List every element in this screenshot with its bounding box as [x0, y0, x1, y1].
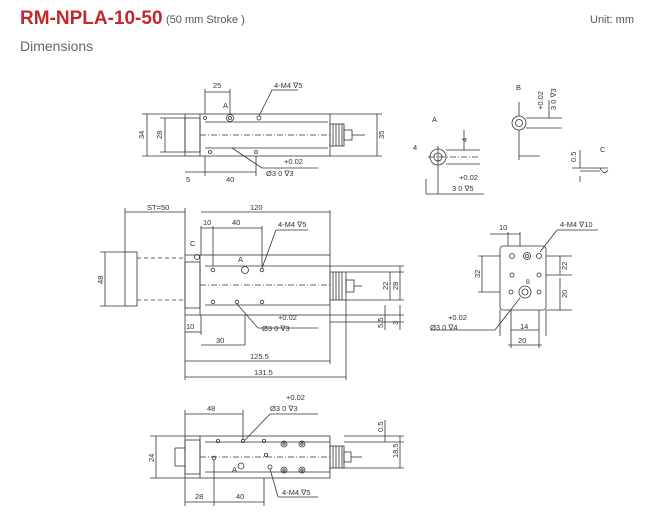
detail-a-label: A	[432, 115, 437, 124]
bottom-dim-0-5: 0.5	[376, 422, 385, 432]
tap-callout-front: 4-M4 ∇5	[278, 220, 306, 229]
detail-a-dim-4b: 4	[413, 143, 417, 152]
tap-callout-top: 4-M4 ∇5	[274, 81, 302, 90]
detail-b-label: B	[516, 83, 521, 92]
detail-c-dim-05: 0.5	[569, 152, 578, 162]
front-view	[100, 208, 404, 380]
detail-c-label: C	[600, 145, 606, 154]
detail-a-tolerance: +0.02	[459, 173, 478, 182]
dim-34-top: 34	[137, 131, 146, 139]
detail-b-tolerance: +0.02	[536, 91, 545, 110]
end-dim-20-vertical: 20	[560, 290, 569, 298]
hole-callout-top: Ø3 0 ∇3	[266, 169, 294, 178]
end-dim-32: 32	[473, 270, 482, 278]
stroke-note: (50 mm Stroke )	[166, 14, 245, 26]
detail-c	[572, 150, 609, 182]
detail-b-hole: 3 0 ∇3	[549, 88, 558, 110]
dim-3-front: 3	[391, 321, 400, 325]
end-tolerance: +0.02	[448, 313, 467, 322]
mark-a-front: A	[238, 255, 243, 264]
end-mark-b: B	[526, 280, 530, 286]
end-dim-20-horizontal: 20	[518, 336, 526, 345]
bottom-hole-callout: Ø3 0 ∇3	[270, 404, 298, 413]
bottom-dim-48: 48	[207, 404, 215, 413]
dim-40-front: 40	[232, 218, 240, 227]
detail-a-dim-4: 4	[460, 138, 469, 142]
dim-10-front: 10	[203, 218, 211, 227]
bottom-dim-28: 28	[195, 492, 203, 501]
dim-120: 120	[250, 203, 263, 212]
tolerance-top: +0.02	[284, 157, 303, 166]
bottom-dim-24: 24	[147, 454, 156, 462]
detail-a	[425, 130, 484, 195]
dim-28-top: 28	[155, 131, 164, 139]
end-view	[430, 229, 598, 348]
page-header: RM-NPLA-10-50 (50 mm Stroke ) Unit: mm D…	[20, 6, 640, 56]
end-tap-callout: 4-M4 ∇10	[560, 220, 593, 229]
dim-25: 25	[213, 81, 221, 90]
bottom-view	[150, 410, 404, 506]
dim-22-front: 22	[381, 282, 390, 290]
dim-48-front: 48	[96, 276, 105, 284]
model-title: RM-NPLA-10-50	[20, 8, 163, 29]
bottom-tolerance: +0.02	[286, 393, 305, 402]
dim-125-5: 125.5	[250, 352, 269, 361]
mark-a-top: A	[223, 101, 228, 110]
detail-b	[511, 100, 562, 160]
hole-callout-front: Ø3 0 ∇3	[262, 324, 290, 333]
tolerance-front: +0.02	[278, 313, 297, 322]
dim-30-front: 30	[216, 336, 224, 345]
section-title: Dimensions	[20, 38, 94, 54]
stroke-dim: ST=50	[147, 203, 169, 212]
bottom-mark-a: A	[232, 465, 237, 474]
top-view	[142, 89, 382, 176]
dim-28-front: 28	[391, 282, 400, 290]
dim-5-top: 5	[186, 175, 190, 184]
detail-a-hole: 3 0 ∇5	[452, 184, 474, 193]
bottom-dim-18-5: 18.5	[391, 443, 400, 458]
dim-40-top: 40	[226, 175, 234, 184]
dim-35-top: 35	[377, 131, 386, 139]
end-hole-callout: Ø3 0 ∇4	[430, 323, 458, 332]
mark-c-front: C	[190, 239, 196, 248]
end-dim-22: 22	[560, 262, 569, 270]
bottom-dim-40: 40	[236, 492, 244, 501]
end-dim-14: 14	[520, 322, 528, 331]
bottom-tap-callout: 4-M4 ∇5	[282, 488, 310, 497]
dim-131-5: 131.5	[254, 368, 273, 377]
end-dim-10: 10	[499, 223, 507, 232]
dim-5-5-front: 5.5	[376, 318, 385, 328]
unit-label: Unit: mm	[590, 14, 634, 26]
dim-10b-front: 10	[186, 322, 194, 331]
